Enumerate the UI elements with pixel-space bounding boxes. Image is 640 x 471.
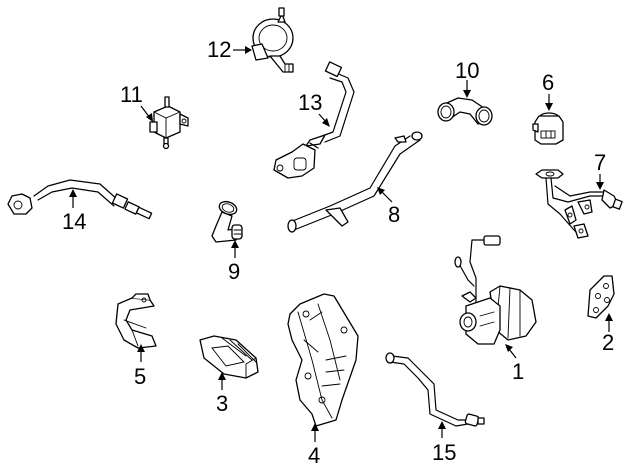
part-15-sensor-tube[interactable] <box>385 352 485 427</box>
part-1-air-pump[interactable] <box>454 235 537 345</box>
svg-text:12: 12 <box>207 37 231 62</box>
svg-text:11: 11 <box>120 82 143 107</box>
part-4-mounting-bracket[interactable] <box>287 293 359 427</box>
arrowhead-icon <box>245 46 252 54</box>
arrowhead-icon <box>311 423 319 431</box>
callout-8: 8 <box>377 187 400 227</box>
part-10-connector-hose[interactable] <box>437 97 493 126</box>
callout-13: 13 <box>298 90 330 127</box>
arrowhead-icon <box>463 90 471 98</box>
arrowhead-icon <box>605 313 613 321</box>
callout-3: 3 <box>216 372 228 416</box>
part-9-elbow-hose[interactable] <box>211 199 243 243</box>
callout-5: 5 <box>134 344 146 389</box>
arrowhead-icon <box>218 372 226 380</box>
svg-text:15: 15 <box>432 440 456 465</box>
svg-text:14: 14 <box>62 209 86 234</box>
part-12-air-valve[interactable] <box>251 7 294 73</box>
callout-1: 1 <box>505 344 524 384</box>
arrowhead-icon <box>322 118 330 127</box>
callout-9: 9 <box>228 240 240 284</box>
svg-text:10: 10 <box>455 58 479 83</box>
part-11-vacuum-solenoid[interactable] <box>149 96 189 150</box>
callout-2: 2 <box>602 313 614 355</box>
callout-6: 6 <box>542 70 554 111</box>
arrowhead-icon <box>377 187 385 195</box>
part-6-check-valve[interactable] <box>532 112 564 145</box>
arrowhead-icon <box>137 344 145 352</box>
svg-text:13: 13 <box>298 90 322 115</box>
callout-12: 12 <box>207 37 252 62</box>
svg-text:6: 6 <box>542 70 554 95</box>
arrowhead-icon <box>596 182 604 190</box>
part-3-insulator[interactable] <box>199 335 259 379</box>
svg-text:1: 1 <box>512 359 524 384</box>
arrowhead-icon <box>231 240 239 248</box>
arrowhead-icon <box>146 113 153 122</box>
svg-text:5: 5 <box>134 364 146 389</box>
svg-text:3: 3 <box>216 391 228 416</box>
svg-text:2: 2 <box>602 330 614 355</box>
part-8-air-tube[interactable] <box>287 131 423 233</box>
callout-10: 10 <box>455 58 479 98</box>
part-2-gasket[interactable] <box>587 275 615 319</box>
part-14-oxygen-sensor[interactable] <box>7 179 153 220</box>
part-5-bracket-clip[interactable] <box>115 293 157 349</box>
arrowhead-icon <box>69 189 77 197</box>
part-13-pipe-with-flange[interactable] <box>273 61 355 179</box>
callout-4: 4 <box>308 423 320 468</box>
svg-text:8: 8 <box>388 202 400 227</box>
svg-text:7: 7 <box>594 150 606 175</box>
arrowhead-icon <box>505 344 513 352</box>
svg-text:4: 4 <box>308 443 320 468</box>
callout-11: 11 <box>120 82 153 122</box>
arrowhead-icon <box>545 103 553 111</box>
callout-15: 15 <box>432 421 456 465</box>
arrowhead-icon <box>438 421 446 429</box>
callout-14: 14 <box>62 189 86 234</box>
callout-7: 7 <box>594 150 606 190</box>
svg-text:9: 9 <box>228 259 240 284</box>
part-7-air-pipe-bracket[interactable] <box>535 169 623 239</box>
